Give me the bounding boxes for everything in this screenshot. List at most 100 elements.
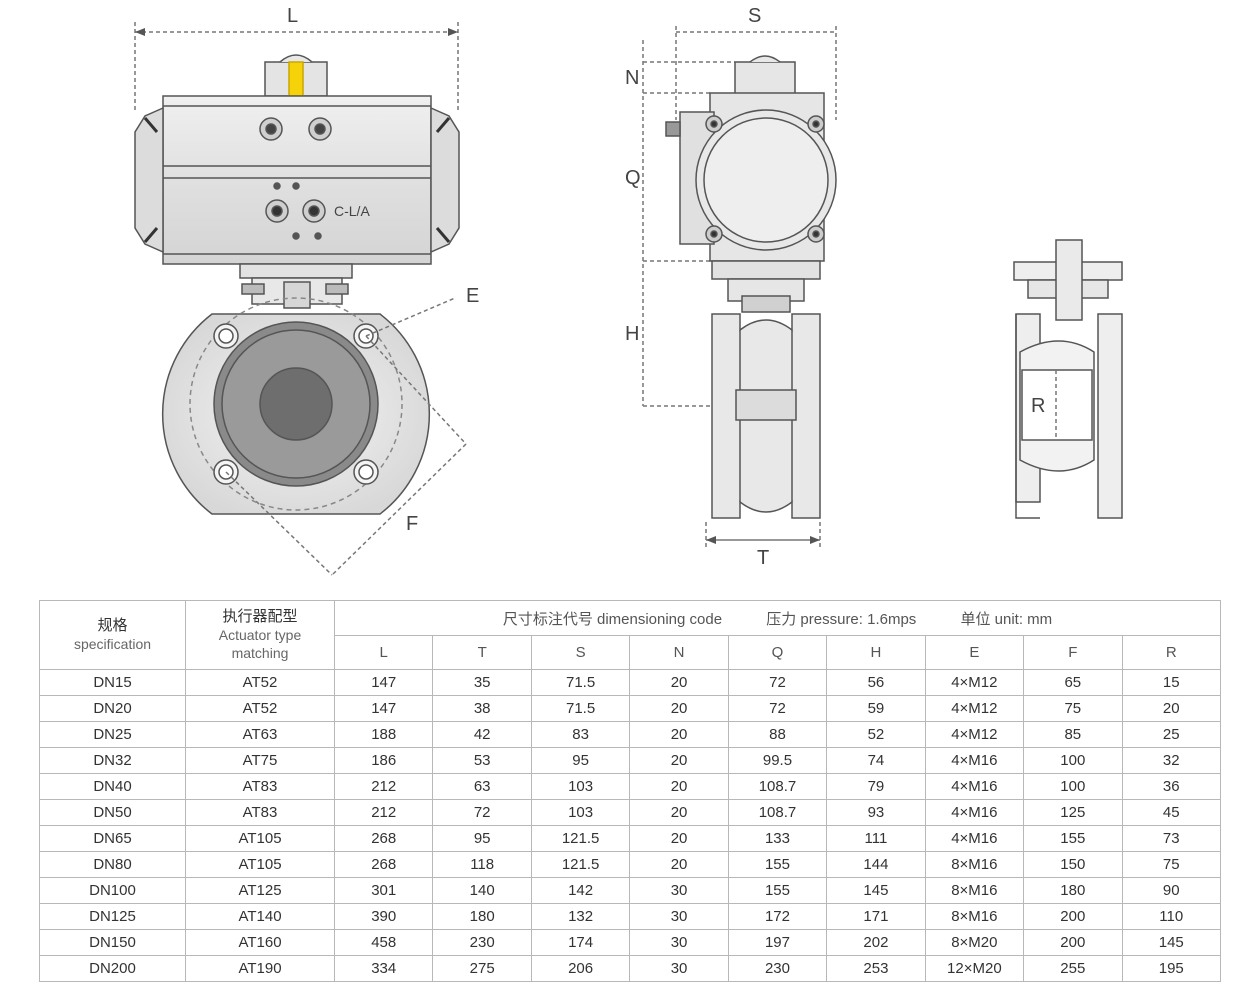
table-cell: 155 <box>1023 825 1123 852</box>
dim-label-T: T <box>757 547 769 569</box>
dim-label-R: R <box>1031 395 1045 417</box>
table-cell: DN20 <box>39 695 186 722</box>
dim-label-L: L <box>287 5 298 27</box>
col-header: R <box>1121 635 1221 670</box>
dim-label-F: F <box>406 513 418 535</box>
table-cell: 142 <box>530 877 631 904</box>
table-cell: DN25 <box>39 721 186 748</box>
table-cell: 186 <box>333 747 434 774</box>
table-cell: 150 <box>1023 851 1123 878</box>
table-cell: 147 <box>333 669 434 696</box>
table-cell: 111 <box>826 825 926 852</box>
table-cell: 71.5 <box>530 669 631 696</box>
table-cell: 197 <box>727 929 828 956</box>
table-cell: 147 <box>333 695 434 722</box>
table-cell: AT190 <box>185 955 335 982</box>
table-cell: 4×M16 <box>924 747 1025 774</box>
dim-label-S: S <box>748 5 761 27</box>
table-cell: 25 <box>1121 721 1221 748</box>
table-cell: 52 <box>826 721 926 748</box>
table-cell: 103 <box>530 799 631 826</box>
table-cell: DN125 <box>39 903 186 930</box>
table-cell: 74 <box>826 747 926 774</box>
table-cell: 65 <box>1023 669 1123 696</box>
table-cell: 88 <box>727 721 828 748</box>
col-header: H <box>826 635 926 670</box>
header-pressure: 压力 pressure: 1.6mps <box>766 610 917 628</box>
table-cell: 110 <box>1121 903 1221 930</box>
table-cell: 125 <box>1023 799 1123 826</box>
table-cell: 79 <box>826 773 926 800</box>
header-dimensioning-code: 尺寸标注代号 dimensioning code <box>502 610 723 628</box>
table-cell: 132 <box>530 903 631 930</box>
table-cell: AT83 <box>185 773 335 800</box>
table-cell: AT105 <box>185 825 335 852</box>
table-cell: 30 <box>629 955 729 982</box>
table-cell: 188 <box>333 721 434 748</box>
table-cell: 4×M16 <box>924 773 1025 800</box>
table-cell: DN100 <box>39 877 186 904</box>
table-cell: 108.7 <box>727 773 828 800</box>
table-cell: 100 <box>1023 773 1123 800</box>
col-header: Q <box>727 635 828 670</box>
table-cell: 334 <box>333 955 434 982</box>
table-cell: 15 <box>1121 669 1221 696</box>
table-cell: AT105 <box>185 851 335 878</box>
table-cell: 230 <box>432 929 532 956</box>
table-cell: 8×M16 <box>924 903 1025 930</box>
table-cell: 180 <box>432 903 532 930</box>
table-cell: 145 <box>1121 929 1221 956</box>
table-cell: 20 <box>629 851 729 878</box>
table-cell: AT52 <box>185 695 335 722</box>
table-cell: 140 <box>432 877 532 904</box>
table-cell: AT52 <box>185 669 335 696</box>
table-cell: 83 <box>530 721 631 748</box>
table-cell: 118 <box>432 851 532 878</box>
header-actuator-cn: 执行器配型 <box>222 608 298 625</box>
table-cell: DN50 <box>39 799 186 826</box>
dimension-table: 规格 specification 执行器配型 Actuator type mat… <box>39 600 1221 982</box>
col-header: N <box>629 635 729 670</box>
header-specification: 规格 specification <box>39 600 186 670</box>
table-cell: 212 <box>333 799 434 826</box>
table-cell: AT83 <box>185 799 335 826</box>
table-cell: 90 <box>1121 877 1221 904</box>
table-cell: 212 <box>333 773 434 800</box>
table-cell: 20 <box>629 669 729 696</box>
table-cell: 20 <box>629 799 729 826</box>
col-header: S <box>530 635 631 670</box>
table-cell: 4×M16 <box>924 825 1025 852</box>
table-cell: 230 <box>727 955 828 982</box>
table-cell: 200 <box>1023 903 1123 930</box>
table-cell: 8×M16 <box>924 877 1025 904</box>
table-cell: DN40 <box>39 773 186 800</box>
table-cell: 59 <box>826 695 926 722</box>
table-cell: 85 <box>1023 721 1123 748</box>
table-cell: DN32 <box>39 747 186 774</box>
col-header: E <box>924 635 1025 670</box>
table-cell: 255 <box>1023 955 1123 982</box>
table-cell: 72 <box>727 669 828 696</box>
valve-technical-drawing: C-L/A L E F <box>134 5 1123 576</box>
table-cell: DN200 <box>39 955 186 982</box>
table-cell: 56 <box>826 669 926 696</box>
table-cell: 35 <box>432 669 532 696</box>
table-cell: 301 <box>333 877 434 904</box>
front-view: C-L/A <box>134 22 467 576</box>
dim-label-H: H <box>625 323 639 345</box>
table-cell: 206 <box>530 955 631 982</box>
table-cell: 100 <box>1023 747 1123 774</box>
table-cell: 72 <box>432 799 532 826</box>
table-cell: 42 <box>432 721 532 748</box>
table-cell: 95 <box>530 747 631 774</box>
table-cell: 108.7 <box>727 799 828 826</box>
